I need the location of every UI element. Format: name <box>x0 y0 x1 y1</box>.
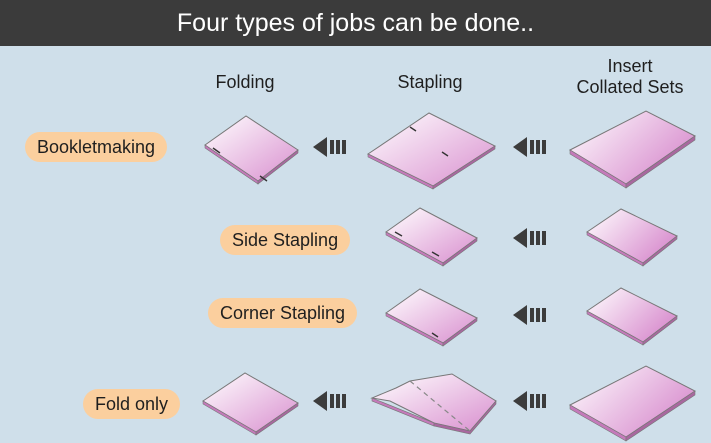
corner-collated-set <box>586 287 678 346</box>
label-fold-only: Fold only <box>83 389 181 419</box>
arrow-icon <box>313 137 346 157</box>
arrow-icon <box>513 137 546 157</box>
label-bookletmaking: Bookletmaking <box>25 132 168 162</box>
title-bar: Four types of jobs can be done.. <box>0 0 711 46</box>
side-collated-set <box>586 208 678 267</box>
label-side-stapling: Side Stapling <box>220 225 351 255</box>
arrow-icon <box>513 228 546 248</box>
label-corner-stapling: Corner Stapling <box>208 298 358 328</box>
fold-only-open-sheet <box>370 373 497 435</box>
arrow-icon <box>513 305 546 325</box>
arrow-icon <box>513 391 546 411</box>
column-header-folding: Folding <box>215 72 275 92</box>
booklet-stapled-sheet <box>367 112 497 190</box>
column-header-insert: Insert Collated Sets <box>560 56 700 98</box>
column-header-insert-line1: Insert <box>607 56 653 76</box>
corner-stapled-sheet <box>385 288 478 347</box>
column-header-insert-line2: Collated Sets <box>576 77 684 97</box>
fold-only-folded-sheet <box>202 372 299 436</box>
booklet-folded-sheet <box>204 115 299 185</box>
diagram-panel <box>0 46 711 443</box>
arrow-icon <box>313 391 346 411</box>
diagram-title: Four types of jobs can be done.. <box>176 9 535 37</box>
side-stapled-sheet <box>385 207 478 267</box>
column-header-stapling: Stapling <box>397 72 463 92</box>
fold-only-collated-set <box>568 365 696 442</box>
booklet-collated-set <box>568 110 696 189</box>
